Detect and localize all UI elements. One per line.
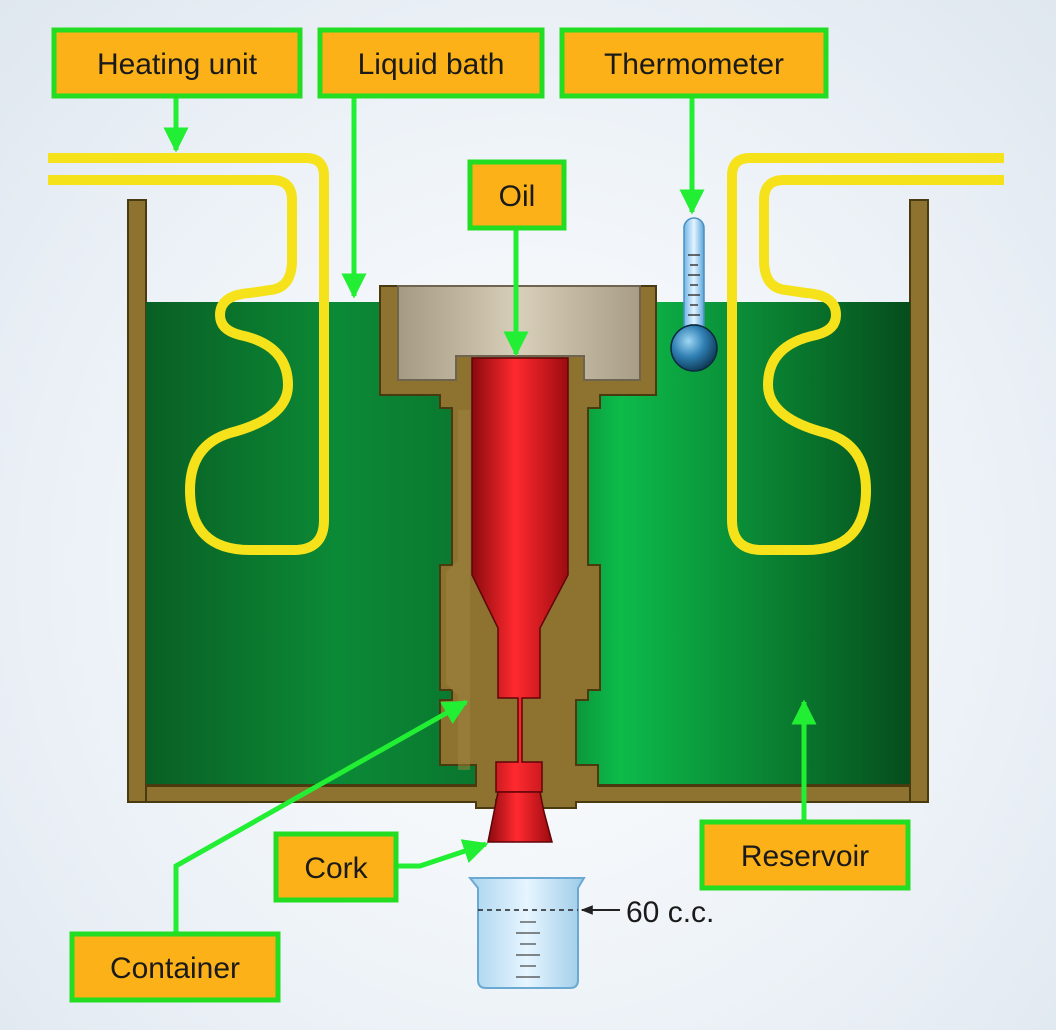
heating-coil-right <box>727 153 1004 555</box>
leader-arrows <box>163 96 817 934</box>
thermometer <box>670 217 718 372</box>
label-container: Container <box>69 931 281 1003</box>
beaker: 60 c.c. <box>467 877 714 989</box>
label-heating-unit: Heating unit <box>51 27 303 99</box>
svg-text:Reservoir: Reservoir <box>741 840 869 873</box>
label-liquid-bath: Liquid bath <box>317 27 545 99</box>
svg-text:Cork: Cork <box>304 852 368 885</box>
heating-coil-left <box>48 153 329 555</box>
svg-text:Container: Container <box>110 952 240 985</box>
arrow-cork <box>396 839 489 869</box>
oil-column <box>471 357 569 793</box>
label-cork: Cork <box>273 831 399 903</box>
label-thermometer: Thermometer <box>559 27 829 99</box>
svg-text:Heating unit: Heating unit <box>97 48 258 81</box>
svg-text:Thermometer: Thermometer <box>604 48 784 81</box>
cork <box>487 791 553 843</box>
arrow-container <box>173 699 469 934</box>
label-oil: Oil <box>467 159 567 231</box>
svg-text:Oil: Oil <box>499 180 536 213</box>
svg-text:Liquid bath: Liquid bath <box>358 48 505 81</box>
beaker-mark-label: 60 c.c. <box>626 896 714 929</box>
label-reservoir: Reservoir <box>699 819 911 891</box>
